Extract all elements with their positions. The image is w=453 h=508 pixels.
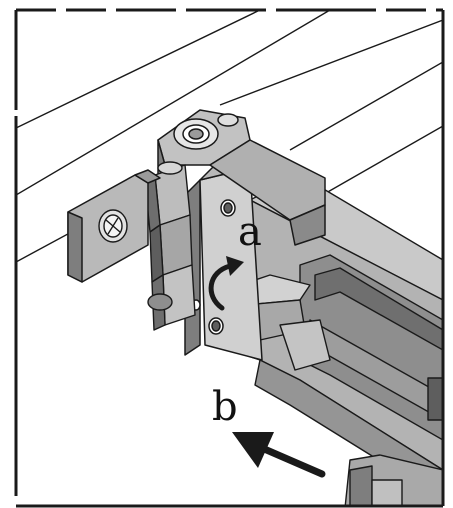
phillips-screw-icon <box>98 209 128 243</box>
label-a: a <box>238 209 262 255</box>
curved-arrow-icon <box>208 256 244 311</box>
straight-arrow-icon <box>232 432 326 478</box>
hinge-knuckles <box>144 161 196 331</box>
top-clamp <box>157 109 326 246</box>
frame-border <box>14 8 445 508</box>
label-b: b <box>212 384 238 430</box>
latch-lever <box>224 274 331 371</box>
